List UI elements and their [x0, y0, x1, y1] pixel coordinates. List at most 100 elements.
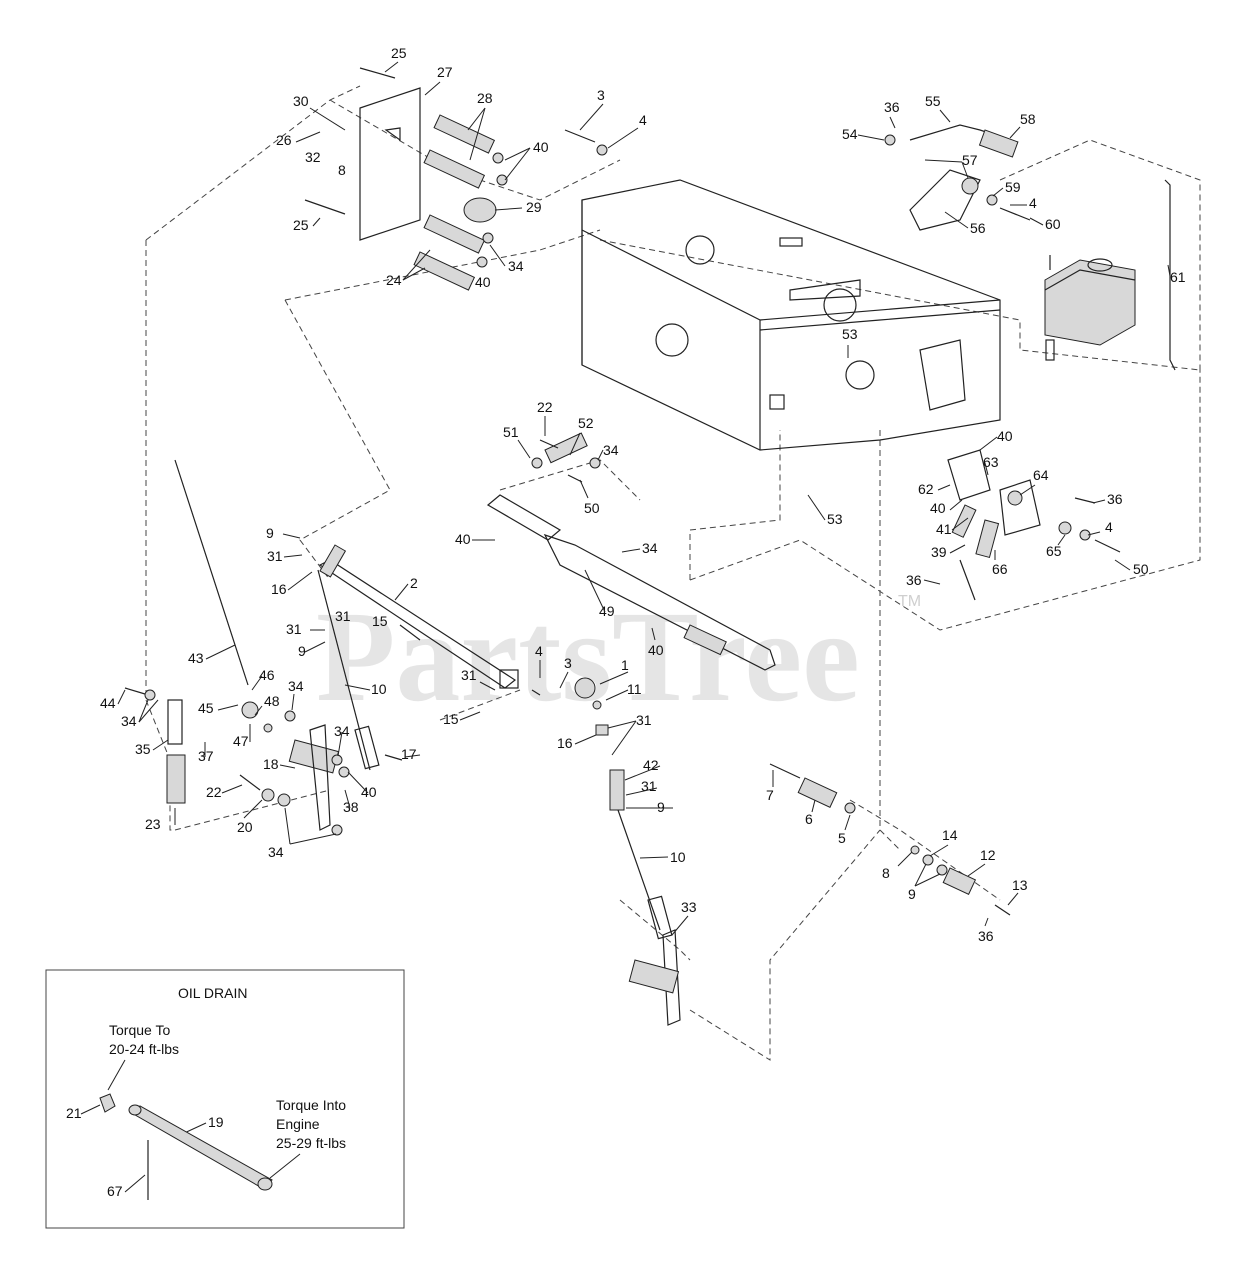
callout: 8	[338, 162, 346, 178]
callout: 24	[386, 272, 402, 288]
callout: 31	[461, 667, 477, 683]
callout: 55	[925, 93, 941, 109]
callout: 40	[455, 531, 471, 547]
callout: 5	[838, 830, 846, 846]
callout: 64	[1033, 467, 1049, 483]
callout: 66	[992, 561, 1008, 577]
center-linkage	[531, 677, 681, 1026]
torque-note-b-line3: 25-29 ft-lbs	[276, 1135, 346, 1151]
callout: 25	[391, 45, 407, 61]
callout: 15	[443, 711, 459, 727]
callout: 53	[842, 326, 858, 342]
callout: 36	[978, 928, 994, 944]
callout: 12	[980, 847, 996, 863]
watermark-text: PartsTree	[316, 585, 860, 729]
callout: 50	[1133, 561, 1149, 577]
mounting-plate-assembly	[304, 67, 608, 291]
callout: 31	[286, 621, 302, 637]
callout: 41	[936, 521, 952, 537]
callout: 59	[1005, 179, 1021, 195]
torque-note-b-line2: Engine	[276, 1116, 320, 1132]
callout: 31	[636, 712, 652, 728]
callout: 17	[401, 746, 417, 762]
callout: 4	[1105, 519, 1113, 535]
callout: 31	[267, 548, 283, 564]
callout: 4	[1029, 195, 1037, 211]
callout: 61	[1170, 269, 1186, 285]
callout: 25	[293, 217, 309, 233]
callout: 40	[997, 428, 1013, 444]
callout: 58	[1020, 111, 1036, 127]
callout: 43	[188, 650, 204, 666]
callout: 2	[410, 575, 418, 591]
callout: 34	[603, 442, 619, 458]
callout: 62	[918, 481, 934, 497]
callout: 42	[643, 757, 659, 773]
callout: 4	[639, 112, 647, 128]
callout: 39	[931, 544, 947, 560]
callout: 53	[827, 511, 843, 527]
callout: 32	[305, 149, 321, 165]
callout: 34	[268, 844, 284, 860]
callout: 28	[477, 90, 493, 106]
right-lower-spring-assembly	[769, 763, 1011, 916]
callout: 7	[766, 787, 774, 803]
callout: 13	[1012, 877, 1028, 893]
callout: 48	[264, 693, 280, 709]
callout: 9	[298, 643, 306, 659]
callout: 34	[334, 723, 350, 739]
callout: 1	[621, 657, 629, 673]
callout: 27	[437, 64, 453, 80]
callout: 18	[263, 756, 279, 772]
main-handle-49	[486, 494, 776, 671]
callout: 36	[1107, 491, 1123, 507]
callout: 65	[1046, 543, 1062, 559]
rod-43	[174, 459, 249, 686]
upper-right-lever-assembly	[884, 124, 1176, 371]
left-lower-assembly	[124, 569, 403, 836]
callout: 10	[670, 849, 686, 865]
callout: 36	[884, 99, 900, 115]
callout: 11	[627, 681, 642, 697]
callout: 9	[657, 799, 665, 815]
callout: 38	[343, 799, 359, 815]
torque-note-a-line1: Torque To	[109, 1022, 170, 1038]
callout: 3	[597, 87, 605, 103]
callout: 26	[276, 132, 292, 148]
callout: 40	[361, 784, 377, 800]
callout: 60	[1045, 216, 1061, 232]
muffler-block	[1044, 255, 1136, 361]
callout: 40	[930, 500, 946, 516]
center-spring-assembly	[531, 432, 601, 483]
callout: 16	[271, 581, 287, 597]
callout: 6	[805, 811, 813, 827]
callout: 63	[983, 454, 999, 470]
callout: 9	[908, 886, 916, 902]
callout: 50	[584, 500, 600, 516]
callout: 22	[537, 399, 553, 415]
callout: 51	[503, 424, 519, 440]
callout: 8	[882, 865, 890, 881]
callout: 56	[970, 220, 986, 236]
torque-note-a-line2: 20-24 ft-lbs	[109, 1041, 179, 1057]
callout: 16	[557, 735, 573, 751]
callout: 57	[962, 152, 978, 168]
callout: 3	[564, 655, 572, 671]
callout: 44	[100, 695, 116, 711]
callout: 4	[535, 643, 543, 659]
chassis-frame	[581, 179, 1001, 451]
callout: 9	[266, 525, 274, 541]
callout: 19	[208, 1114, 224, 1130]
callout: 22	[206, 784, 222, 800]
watermark-tm: TM	[898, 593, 921, 610]
callout: 52	[578, 415, 594, 431]
oil-drain-inset: OIL DRAIN Torque To 20-24 ft-lbs Torque …	[45, 969, 405, 1229]
callout: 40	[648, 642, 664, 658]
callout: 40	[475, 274, 491, 290]
callout: 54	[842, 126, 858, 142]
torque-note-b-line1: Torque Into	[276, 1097, 346, 1113]
lever-rod-2	[318, 544, 519, 689]
callout: 20	[237, 819, 253, 835]
callout: 21	[66, 1105, 82, 1121]
